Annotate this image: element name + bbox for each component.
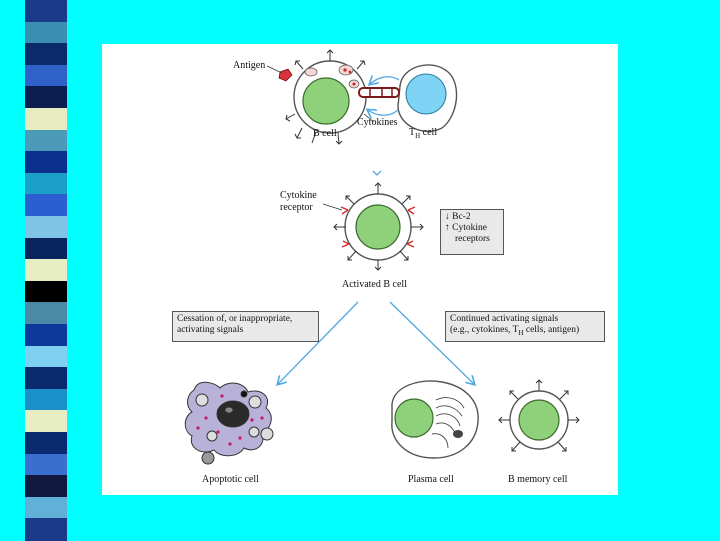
stripe-segment bbox=[25, 432, 67, 455]
b-cell-fate-diagram: Antigen B cell Cytokines TH cell bbox=[184, 49, 580, 485]
cytokine-receptor-label-2: receptor bbox=[280, 202, 313, 213]
arrow-to-apoptosis bbox=[278, 301, 359, 384]
stripe-segment bbox=[25, 237, 67, 261]
stripe-segment bbox=[25, 86, 67, 109]
stripe-segment bbox=[25, 475, 67, 498]
stripe-segment bbox=[25, 129, 67, 153]
apoptotic-cell-label: Apoptotic cell bbox=[202, 474, 259, 485]
b-memory-receptors bbox=[498, 379, 580, 452]
antigen-label: Antigen bbox=[233, 60, 265, 71]
apoptotic-dots bbox=[196, 394, 264, 446]
stripe-segment bbox=[25, 345, 67, 369]
cytokine-arrow-lower bbox=[368, 110, 399, 115]
tcr-mhc-bridge bbox=[358, 87, 400, 98]
plasma-cell bbox=[391, 380, 479, 459]
stripe-segment bbox=[25, 151, 67, 174]
stripe-segment bbox=[25, 43, 67, 66]
b-memory-cell bbox=[509, 390, 569, 450]
continued-signals-box: Continued activating signals (e.g., cyto… bbox=[445, 311, 605, 342]
stripe-segment bbox=[25, 367, 67, 390]
stripe-segment bbox=[25, 64, 67, 88]
th-cell bbox=[397, 64, 458, 133]
apoptotic-cell bbox=[184, 381, 274, 465]
stripe-segment bbox=[25, 388, 67, 412]
stripe-segment bbox=[25, 194, 67, 217]
stripe-segment bbox=[25, 259, 67, 282]
activated-b-cell-receptors bbox=[333, 182, 424, 271]
activated-b-cell-label: Activated B cell bbox=[342, 279, 407, 290]
stripe-segment bbox=[25, 410, 67, 433]
diagram-panel: Antigen B cell Cytokines TH cell bbox=[102, 44, 618, 495]
receptors-line: receptors bbox=[455, 234, 490, 244]
arrow-to-differentiation bbox=[389, 301, 474, 384]
bcl2-line: ↓ Bc-2 bbox=[445, 212, 471, 222]
stripe-segment bbox=[25, 21, 67, 45]
bcl2-cytokine-box: ↓ Bc-2 ↑ Cytokine receptors bbox=[440, 209, 504, 255]
th-cell-label: TH cell bbox=[409, 127, 437, 140]
stripe-segment bbox=[25, 496, 67, 520]
cessation-line-2: activating signals bbox=[177, 325, 244, 335]
cytokine-arrow-upper bbox=[370, 77, 400, 84]
stripe-segment bbox=[25, 302, 67, 325]
stripe-segment bbox=[25, 453, 67, 477]
b-cell-label: B cell bbox=[313, 128, 337, 139]
plasma-cell-label: Plasma cell bbox=[408, 474, 454, 485]
cytokine-receptors-red bbox=[340, 206, 416, 248]
b-cell-receptors bbox=[285, 49, 366, 145]
cessation-line-1: Cessation of, or inappropriate, bbox=[177, 314, 293, 324]
cytokine-line: ↑ Cytokine bbox=[445, 223, 487, 233]
cessation-signals-box: Cessation of, or inappropriate, activati… bbox=[172, 311, 319, 342]
cytokines-label: Cytokines bbox=[357, 117, 398, 128]
continued-line-1: Continued activating signals bbox=[450, 314, 559, 324]
activated-b-cell bbox=[344, 193, 412, 261]
stripe-segment bbox=[25, 518, 67, 541]
decorative-stripe bbox=[25, 0, 67, 541]
b-cell-top bbox=[278, 60, 367, 134]
stripe-segment bbox=[25, 108, 67, 131]
stripe-segment bbox=[25, 280, 67, 304]
stripe-segment bbox=[25, 216, 67, 239]
cytokine-receptor-label-1: Cytokine bbox=[280, 190, 317, 201]
stripe-segment bbox=[25, 324, 67, 347]
stripe-segment bbox=[25, 172, 67, 196]
stripe-segment bbox=[25, 0, 67, 23]
continued-line-2: (e.g., cytokines, TH cells, antigen) bbox=[450, 325, 580, 337]
b-memory-cell-label: B memory cell bbox=[508, 474, 568, 485]
down-arrow-small bbox=[372, 170, 382, 176]
